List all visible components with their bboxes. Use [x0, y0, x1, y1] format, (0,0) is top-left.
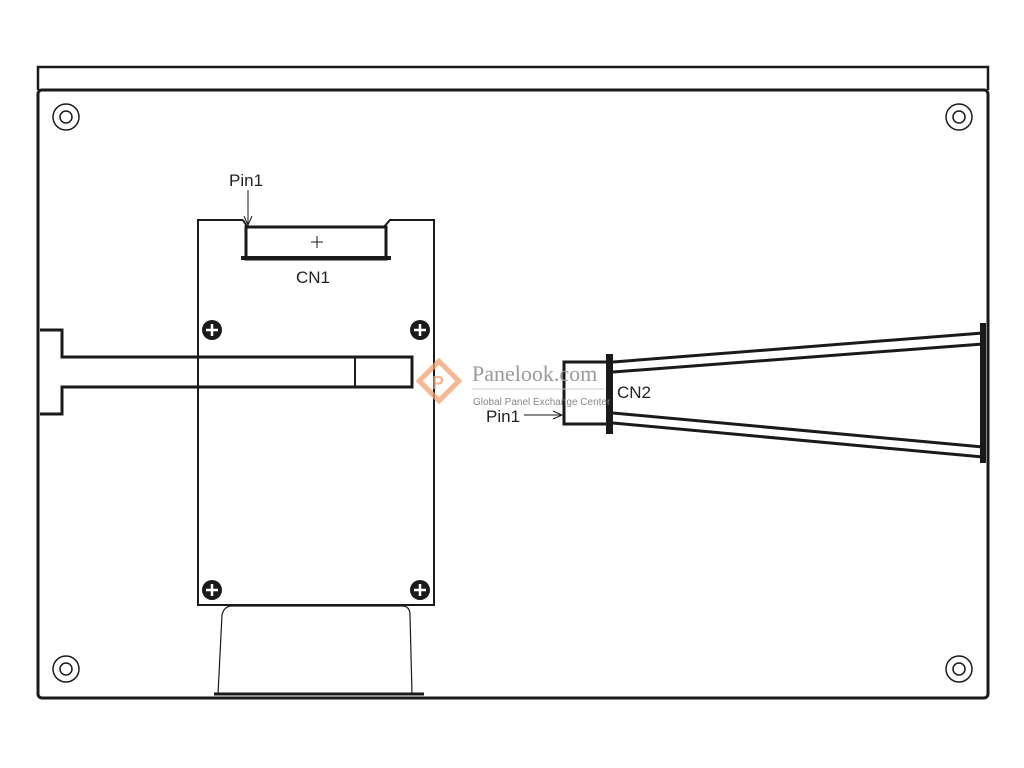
mounting-hole-icon — [52, 103, 80, 131]
cn1-connector — [244, 225, 388, 261]
pin1-right-label: Pin1 — [486, 407, 520, 426]
watermark-brand: Panelook.com — [472, 361, 597, 386]
mounting-hole-icon — [52, 655, 80, 683]
svg-text:P: P — [432, 373, 444, 393]
screw-icon — [410, 580, 430, 600]
screw-icon — [202, 320, 222, 340]
backlight-wires — [612, 331, 984, 459]
panelook-logo-icon: P — [415, 357, 463, 405]
bottom-fpc — [217, 605, 413, 695]
screw-icon — [202, 580, 222, 600]
watermark-tagline: Global Panel Exchange Center — [473, 397, 611, 408]
mounting-hole-icon — [945, 103, 973, 131]
pin1-top-label: Pin1 — [229, 171, 263, 190]
cn1-label: CN1 — [296, 268, 330, 287]
cn2-label: CN2 — [617, 383, 651, 402]
fpc-tail — [40, 328, 414, 416]
screw-icon — [410, 320, 430, 340]
top-bezel — [36, 65, 990, 90]
mounting-hole-icon — [945, 655, 973, 683]
module-outline — [36, 88, 990, 700]
pcb-board — [197, 219, 435, 606]
